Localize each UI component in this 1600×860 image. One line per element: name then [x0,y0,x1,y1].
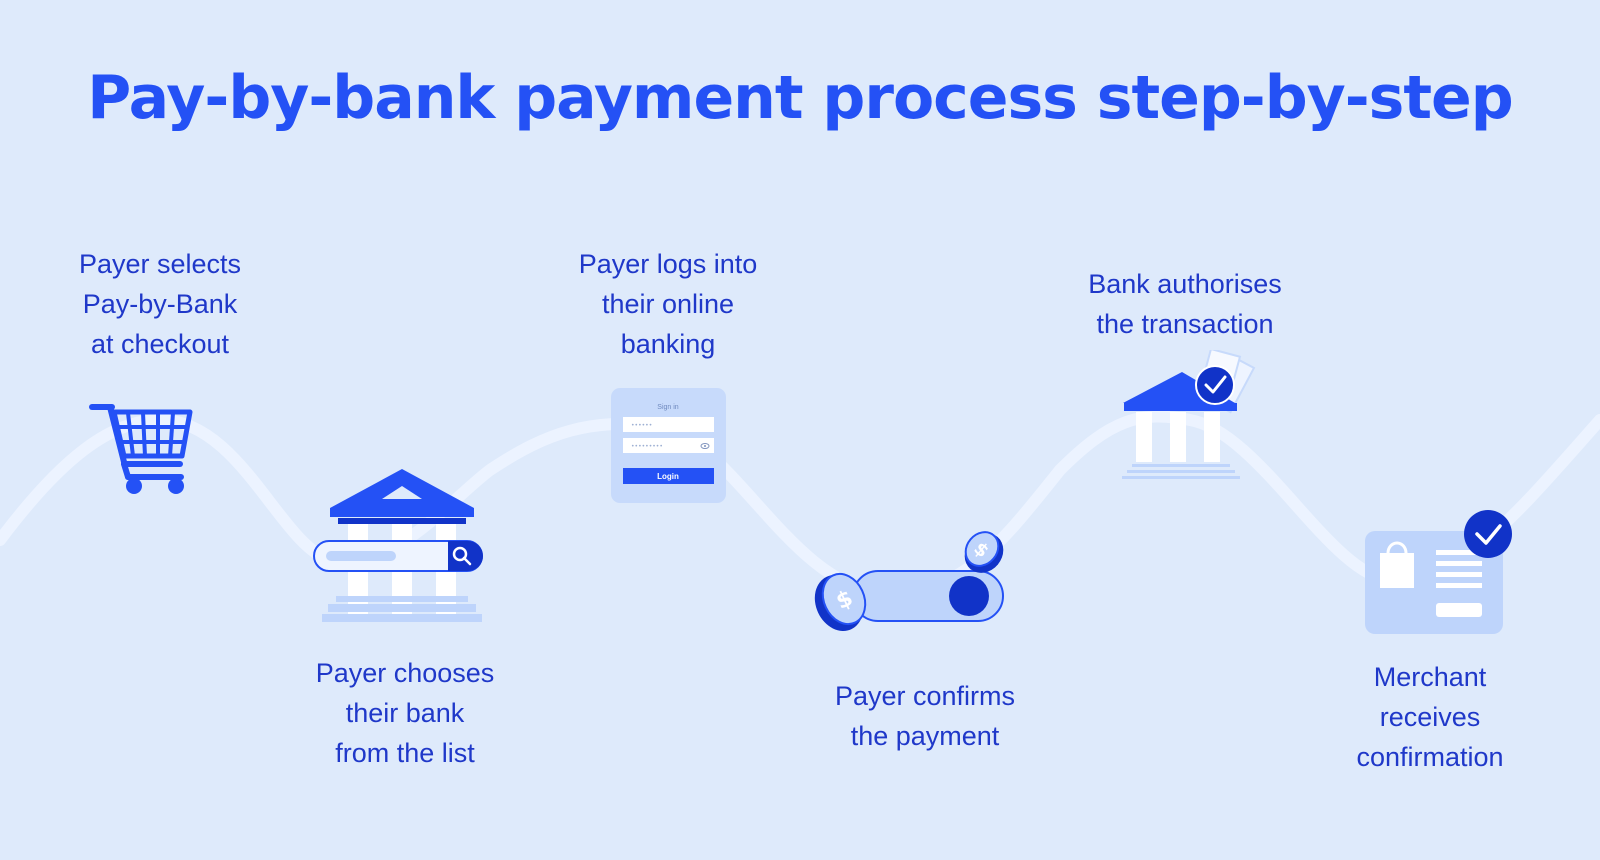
small-coin-icon: $ [964,531,1004,573]
login-button-label: Login [657,472,679,481]
bank-authorised-icon [1122,350,1256,479]
login-form-icon: Sign in •••••• ••••••••• Login [611,388,726,503]
step-2-line-2: their bank [345,698,465,728]
step-5-line-1: Bank authorises [1088,269,1282,299]
merchant-receipt-icon [1365,510,1512,634]
login-form-heading: Sign in [657,404,679,411]
checkmark-badge-icon [1195,365,1235,405]
page-title: Pay-by-bank payment process step-by-step [87,63,1513,133]
shopping-cart-icon [89,404,193,494]
step-3-line-3: banking [620,329,716,359]
step-2-line-3: from the list [335,738,475,768]
step-6-line-2: receives [1379,702,1481,732]
shopping-bag-icon [1380,541,1414,588]
checkmark-badge-icon [1464,510,1512,558]
step-3-line-2: their online [601,289,735,319]
username-mask: •••••• [631,422,652,429]
step-4-line-1: Payer confirms [834,681,1016,711]
step-1-label: Payer selects Pay-by-Bank at checkout [40,244,280,364]
step-6-line-3: confirmation [1356,742,1504,772]
step-1-line-3: at checkout [90,329,230,359]
step-1-line-2: Pay-by-Bank [82,289,238,319]
step-2-line-1: Payer chooses [315,658,495,688]
step-6-label: Merchant receives confirmation [1310,657,1550,777]
step-1-line-1: Payer selects [78,249,242,279]
step-5-label: Bank authorises the transaction [1060,264,1310,344]
step-3-line-1: Payer logs into [578,249,758,279]
toggle-coins-icon: $ $ [814,531,1004,632]
step-2-label: Payer chooses their bank from the list [285,653,525,773]
step-3-label: Payer logs into their online banking [548,244,788,364]
step-5-line-2: the transaction [1096,309,1274,339]
large-coin-icon: $ [814,572,867,632]
step-6-line-1: Merchant [1373,662,1487,692]
step-4-label: Payer confirms the payment [800,676,1050,756]
password-mask: ••••••••• [631,443,663,450]
bank-search-icon [313,469,483,622]
step-4-line-2: the payment [850,721,1000,751]
